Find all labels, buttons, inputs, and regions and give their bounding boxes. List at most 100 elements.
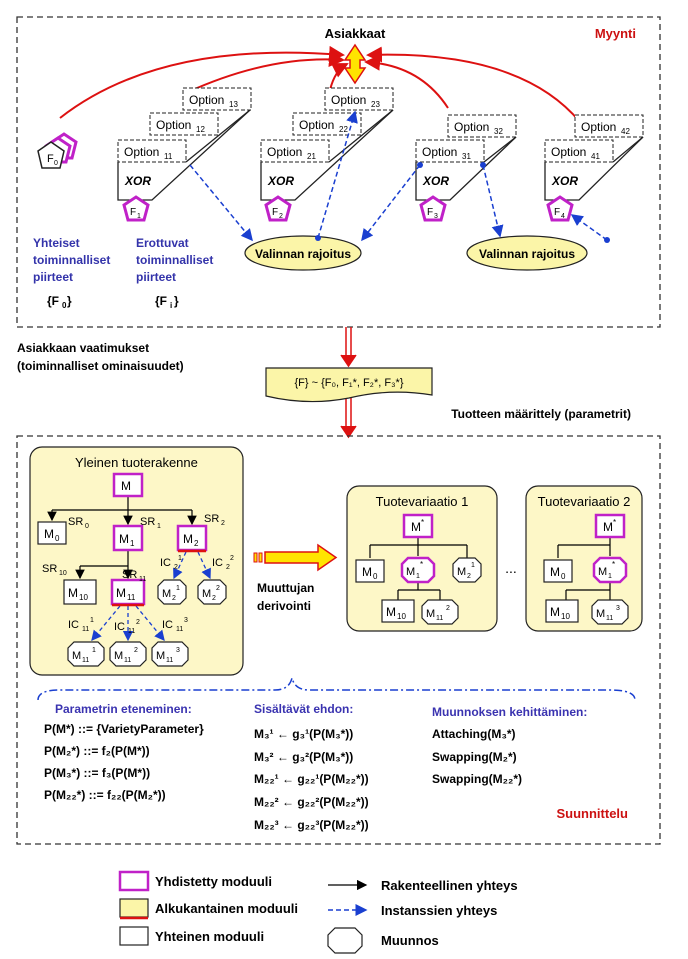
svg-text:Yhteinen moduuli: Yhteinen moduuli <box>155 929 264 944</box>
svg-text:1: 1 <box>130 539 135 548</box>
svg-text:22: 22 <box>339 125 348 134</box>
svg-text:SR: SR <box>140 516 155 528</box>
svg-text:M: M <box>598 566 607 578</box>
legend-original-module: Alkukantainen moduuli <box>119 898 298 920</box>
svg-text:Option: Option <box>156 118 191 132</box>
selection-constraint-1: Valinnan rajoitus <box>244 235 362 271</box>
svg-text:31: 31 <box>462 152 471 161</box>
customers-arrow-icon <box>343 43 367 85</box>
sales-flow-arrows <box>59 45 581 123</box>
svg-text:Valinnan rajoitus: Valinnan rajoitus <box>255 247 351 261</box>
variant-2-links <box>557 538 611 600</box>
svg-text:F: F <box>130 207 136 218</box>
variable-derivation-label: Muuttujan derivointi <box>257 581 318 613</box>
generic-structure-links <box>47 497 197 580</box>
svg-text:2: 2 <box>216 585 220 592</box>
module-m: M <box>112 472 144 498</box>
svg-text:4: 4 <box>561 213 565 220</box>
svg-text:Valinnan rajoitus: Valinnan rajoitus <box>479 247 575 261</box>
svg-text:1: 1 <box>176 585 180 592</box>
svg-text:1: 1 <box>92 647 96 654</box>
variant-1-module-m: M* <box>402 513 434 539</box>
svg-text:*: * <box>612 560 615 569</box>
sales-section-frame <box>16 16 661 328</box>
product-variant-1-title: Tuotevariaatio 1 <box>376 494 469 509</box>
svg-text:M: M <box>68 586 78 600</box>
generic-instance-links <box>91 551 211 642</box>
legend-transform: Muunnos <box>327 927 439 954</box>
parameter-propagation-title: Parametrin eteneminen: <box>55 702 192 716</box>
svg-text:23: 23 <box>371 100 380 109</box>
svg-text:Yhdistetty moduuli: Yhdistetty moduuli <box>155 874 272 889</box>
svg-text:3: 3 <box>616 605 620 612</box>
svg-text:M: M <box>406 566 415 578</box>
design-section-label: Suunnittelu <box>557 806 629 821</box>
svg-text:M: M <box>457 566 466 578</box>
svg-text:XOR: XOR <box>124 174 151 188</box>
svg-text:M: M <box>72 650 81 662</box>
svg-text:IC: IC <box>162 619 173 631</box>
svg-text:F: F <box>272 207 278 218</box>
variant-1-links <box>369 538 468 600</box>
svg-text:0: 0 <box>55 534 60 543</box>
transformation-development-title: Muunnoksen kehittäminen: <box>432 705 587 719</box>
svg-text:XOR: XOR <box>551 174 578 188</box>
legend-common-module: Yhteinen moduuli <box>119 926 264 946</box>
customer-requirements-label: Asiakkaan vaatimukset (toiminnalliset om… <box>17 341 184 373</box>
svg-text:0: 0 <box>85 523 89 530</box>
svg-text:M: M <box>202 588 211 600</box>
svg-text:{F} ~ {F₀, F₁*, F₂*, F₃*}: {F} ~ {F₀, F₁*, F₂*, F₃*} <box>294 377 403 389</box>
svg-text:Option: Option <box>581 120 616 134</box>
svg-text:M: M <box>550 565 560 579</box>
svg-text:2: 2 <box>134 647 138 654</box>
svg-text:}: } <box>174 294 179 308</box>
selection-constraint-2: Valinnan rajoitus <box>466 235 588 271</box>
svg-text:1: 1 <box>608 573 612 580</box>
svg-text:11: 11 <box>164 152 173 161</box>
svg-text:M: M <box>603 520 613 534</box>
svg-text:1: 1 <box>137 213 141 220</box>
svg-text:Rakenteellinen yhteys: Rakenteellinen yhteys <box>381 878 518 893</box>
requirements-formula-box: {F} ~ {F₀, F₁*, F₂*, F₃*} <box>265 367 433 403</box>
svg-text:M: M <box>596 608 605 620</box>
design-rules-brace <box>37 677 636 701</box>
generic-structure-title: Yleinen tuoterakenne <box>75 455 198 470</box>
svg-text:M: M <box>550 605 560 619</box>
distinct-features-label: Erottuvat toiminnalliset piirteet <box>136 236 217 284</box>
legend: Yhdistetty moduuli Alkukantainen moduuli… <box>118 870 518 954</box>
svg-text:2: 2 <box>194 539 199 548</box>
svg-text:Option: Option <box>267 145 302 159</box>
svg-text:10: 10 <box>59 570 67 577</box>
svg-text:SR: SR <box>122 569 137 581</box>
svg-text:11: 11 <box>166 657 173 664</box>
svg-text:1: 1 <box>157 523 161 530</box>
svg-text:M: M <box>116 586 126 600</box>
svg-text:1: 1 <box>416 573 420 580</box>
svg-text:2: 2 <box>446 605 450 612</box>
constraint-link-dots <box>315 162 610 243</box>
svg-text:*: * <box>420 560 423 569</box>
svg-text:0: 0 <box>62 301 67 310</box>
svg-text:0: 0 <box>373 572 378 581</box>
svg-text:11: 11 <box>82 657 89 664</box>
svg-text:Instanssien yhteys: Instanssien yhteys <box>381 903 497 918</box>
parameter-propagation-rules: P(M*) ::= {VarietyParameter} P(M₂*) ::= … <box>44 722 207 802</box>
svg-text:i: i <box>170 301 172 310</box>
common-features-label: Yhteiset toiminnalliset piirteet <box>33 236 114 284</box>
